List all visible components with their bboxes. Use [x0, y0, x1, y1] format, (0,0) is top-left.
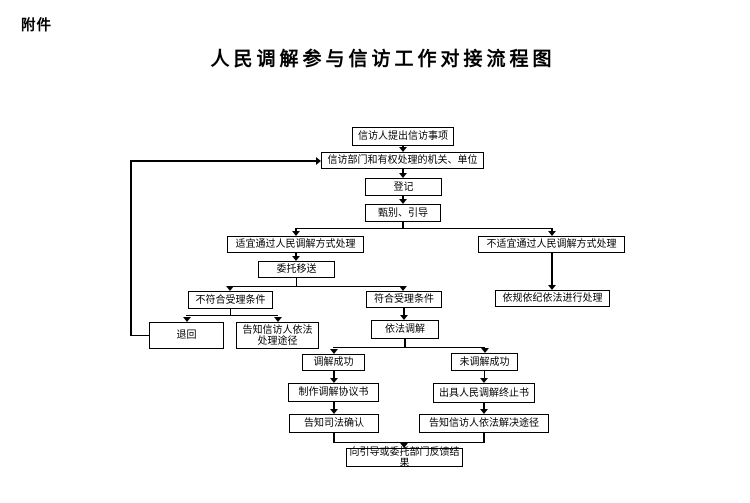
flow-arrow-down-icon — [547, 230, 556, 236]
flow-arrow-down-icon — [479, 408, 488, 414]
node-mediation-unsuccessful: 未调解成功 — [451, 353, 518, 371]
flow-line — [333, 347, 485, 349]
node-inform-judicial-confirmation: 告知司法确认 — [289, 414, 379, 433]
flow-arrow-down-icon — [398, 146, 407, 152]
node-mediation-success: 调解成功 — [302, 354, 365, 371]
flow-line — [403, 308, 405, 315]
flow-line — [295, 253, 297, 256]
flow-line — [230, 286, 404, 288]
flow-arrow-down-icon — [329, 348, 338, 354]
flow-line — [186, 315, 278, 317]
flow-line — [483, 403, 485, 409]
node-not-meet-acceptance: 不符合受理条件 — [188, 291, 273, 309]
flow-line — [402, 169, 404, 174]
node-register: 登记 — [365, 178, 442, 196]
node-feedback-results: 向引导或委托部门反馈结果 — [346, 447, 463, 469]
flow-line — [551, 253, 553, 285]
flow-arrow-down-icon — [226, 285, 235, 291]
flow-arrow-down-icon — [480, 377, 489, 383]
flow-arrow-down-icon — [399, 314, 408, 320]
node-issue-termination-letter: 出具人民调解终止书 — [433, 383, 535, 403]
node-inform-legal-resolution: 告知信访人依法解决途径 — [419, 414, 549, 433]
node-petition-authorities: 信访部门和有权处理的机关、单位 — [321, 152, 484, 169]
node-entrust-transfer: 委托移送 — [258, 261, 335, 278]
flow-arrow-down-icon — [329, 408, 338, 414]
flow-line — [333, 371, 335, 378]
flow-arrow-down-icon — [273, 316, 282, 322]
flow-arrow-down-icon — [182, 316, 191, 322]
flow-line — [483, 432, 485, 442]
flow-arrow-down-icon — [291, 230, 300, 236]
node-screen-guide: 甄别、引导 — [365, 204, 441, 222]
flow-line — [130, 160, 316, 162]
flow-arrow-down-icon — [547, 284, 556, 290]
node-petition-submitted: 信访人提出信访事项 — [352, 127, 454, 146]
flow-arrow-down-icon — [398, 198, 407, 204]
attachment-label: 附件 — [21, 17, 52, 34]
flow-line — [296, 278, 298, 287]
flow-arrow-down-icon — [329, 377, 338, 383]
flow-arrow-down-icon — [291, 255, 300, 261]
node-mediate-by-law: 依法调解 — [371, 320, 439, 339]
page-title: 人民调解参与信访工作对接流程图 — [210, 48, 556, 70]
flow-line — [402, 196, 404, 200]
flow-line — [551, 228, 553, 231]
flow-line — [333, 433, 335, 442]
node-suitable-for-mediation: 适宜通过人民调解方式处理 — [227, 236, 364, 253]
flow-line — [130, 160, 132, 337]
flow-arrow-down-icon — [400, 442, 409, 448]
flow-line — [230, 309, 232, 316]
flow-line — [402, 222, 404, 229]
flow-line — [295, 228, 297, 231]
flow-line — [333, 442, 485, 444]
node-unsuitable-for-mediation: 不适宜通过人民调解方式处理 — [478, 236, 625, 253]
node-inform-legal-channels: 告知信访人依法 处理途径 — [236, 322, 319, 349]
node-return: 退回 — [149, 322, 224, 349]
flow-arrow-down-icon — [399, 285, 408, 291]
flow-line — [333, 402, 335, 409]
flow-line — [484, 371, 486, 378]
flow-line — [295, 228, 553, 230]
flow-arrow-right-icon — [315, 157, 321, 165]
flow-arrow-down-icon — [480, 347, 489, 353]
flow-arrow-down-icon — [398, 172, 407, 178]
node-make-mediation-agreement: 制作调解协议书 — [288, 383, 379, 402]
flow-line — [404, 339, 406, 348]
flow-line — [130, 335, 150, 337]
node-meet-acceptance: 符合受理条件 — [366, 291, 442, 308]
node-handle-by-law: 依规依纪依法进行处理 — [495, 290, 610, 307]
